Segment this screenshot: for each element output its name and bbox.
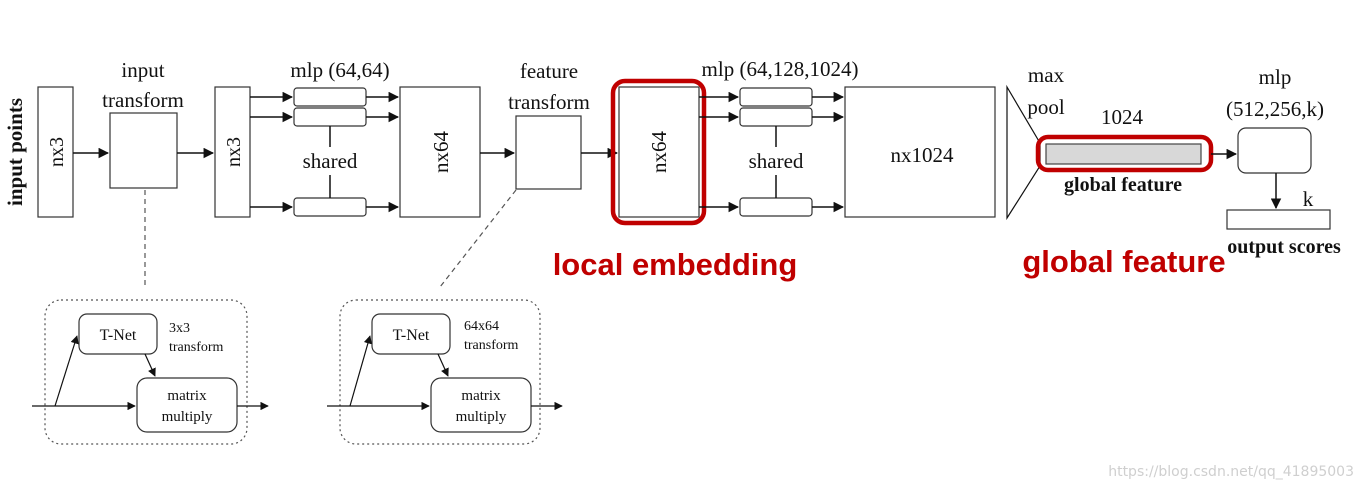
nx64-label-a: nx64 <box>429 131 453 174</box>
tnet3-branch-up <box>54 335 79 407</box>
nx64-label-b: nx64 <box>647 131 671 174</box>
tnet64-transform-label-2: transform <box>464 338 519 353</box>
nx3-box-input <box>37 86 74 218</box>
nx64-box-b <box>618 86 700 218</box>
k-label: k <box>1303 187 1314 211</box>
mlp2-unit-3 <box>739 197 813 217</box>
global-feature-bar <box>1045 143 1202 165</box>
global-feature-dim: 1024 <box>1101 105 1144 129</box>
nx3-label-input: nx3 <box>46 137 68 167</box>
mlp1-unit-3 <box>293 197 367 217</box>
input-transform-box <box>109 112 178 189</box>
nx1024-label: nx1024 <box>891 143 955 167</box>
watermark-text: https://blog.csdn.net/qq_41895003 <box>1108 464 1354 480</box>
local-embedding-highlight <box>610 78 707 226</box>
tnet64-branch-up <box>349 335 372 407</box>
tnet3-matrix-box <box>136 377 238 433</box>
tnet3-matrix-label-2: multiply <box>162 409 213 425</box>
global-feature-label: global feature <box>1064 174 1182 196</box>
tnet64-box <box>371 313 451 355</box>
input-transform-label-2: transform <box>102 88 184 112</box>
mlp1-shared-label: shared <box>303 149 358 173</box>
tnet3-label: T-Net <box>100 327 137 344</box>
output-scores-box <box>1226 209 1331 230</box>
mlp2-unit-2 <box>739 107 813 127</box>
nx3-label-transformed: nx3 <box>223 137 245 167</box>
input-points-label: input points <box>3 98 27 206</box>
callout-feature-transform <box>439 189 517 288</box>
feature-transform-box <box>515 115 582 190</box>
local-embedding-annotation: local embedding <box>553 247 798 282</box>
mlp2-label: mlp (64,128,1024) <box>702 57 859 81</box>
tnet3-transform-label-2: transform <box>169 340 224 355</box>
mlp3-label-2: (512,256,k) <box>1226 97 1324 121</box>
tnet64-label: T-Net <box>393 327 430 344</box>
mlp1-label: mlp (64,64) <box>290 58 389 82</box>
tnet64-matrix-label-2: multiply <box>456 409 507 425</box>
feature-transform-label-1: feature <box>520 59 578 83</box>
mlp2-shared-label: shared <box>749 149 804 173</box>
global-feature-annotation: global feature <box>1022 244 1225 279</box>
tnet64-transform-label-1: 64x64 <box>464 319 499 334</box>
tnet3-matrix-label-1: matrix <box>167 388 207 404</box>
nx64-box-a <box>399 86 481 218</box>
mlp1-unit-2 <box>293 107 367 127</box>
tnet3-transform-label-1: 3x3 <box>169 321 190 336</box>
max-pool-label-1: max <box>1028 63 1065 87</box>
mlp3-box <box>1237 127 1312 174</box>
nx3-box-transformed <box>214 86 251 218</box>
tnet3-detail-box <box>44 299 248 445</box>
tnet3-box <box>78 313 158 355</box>
max-pool-label-2: pool <box>1027 95 1065 119</box>
nx1024-box <box>844 86 996 218</box>
tnet64-matrix-label-1: matrix <box>461 388 501 404</box>
mlp1-unit-1 <box>293 87 367 107</box>
tnet64-to-matrix <box>437 353 449 377</box>
mlp2-unit-1 <box>739 87 813 107</box>
output-scores-label: output scores <box>1227 236 1341 258</box>
mlp3-label-1: mlp <box>1259 65 1292 89</box>
feature-transform-label-2: transform <box>508 90 590 114</box>
tnet3-to-matrix <box>144 353 156 377</box>
input-transform-label-1: input <box>121 58 164 82</box>
tnet64-matrix-box <box>430 377 532 433</box>
